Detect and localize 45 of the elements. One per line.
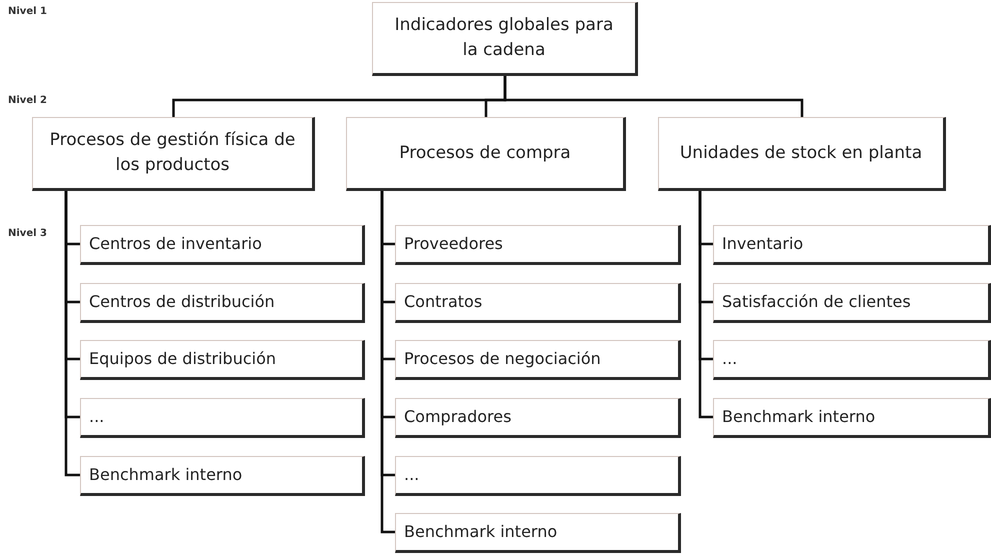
- connector-line: [380, 191, 395, 534]
- hierarchy-box: [713, 225, 991, 265]
- hierarchy-box: [80, 283, 365, 323]
- box-label: Centros de distribución: [89, 291, 275, 314]
- box-label: Contratos: [404, 291, 482, 314]
- hierarchy-box: [713, 283, 991, 323]
- hierarchy-box: [395, 513, 681, 553]
- hierarchy-box: [658, 117, 946, 191]
- box-label: Procesos de negociación: [404, 348, 601, 370]
- level-label: Nivel 1: [8, 6, 47, 17]
- hierarchy-box: [346, 117, 626, 191]
- hierarchy-box: [80, 225, 365, 265]
- hierarchy-box: [395, 283, 681, 323]
- hierarchy-box: [395, 456, 681, 496]
- level-label: Nivel 3: [8, 228, 47, 239]
- box-label: Unidades de stock en planta: [680, 142, 922, 165]
- box-label: Benchmark interno: [722, 406, 876, 428]
- hierarchy-box: [80, 456, 365, 496]
- hierarchy-box: [80, 398, 365, 438]
- box-label: Benchmark interno: [404, 521, 558, 544]
- hierarchy-box: [713, 340, 991, 380]
- box-label: Indicadores globales para la cadena: [394, 14, 614, 62]
- hierarchy-box: [372, 2, 638, 76]
- level-label: Nivel 2: [8, 95, 47, 106]
- connector-line: [504, 76, 804, 117]
- hierarchy-box: [395, 398, 681, 438]
- hierarchy-box: [32, 117, 315, 191]
- box-label: Inventario: [722, 233, 804, 256]
- box-label: Benchmark interno: [89, 464, 242, 486]
- connector-line: [64, 191, 80, 476]
- box-label: Equipos de distribución: [89, 348, 276, 370]
- hierarchy-box: [395, 340, 681, 380]
- hierarchy-box: [713, 398, 991, 438]
- hierarchy-box: [80, 340, 365, 380]
- box-label: ...: [404, 464, 420, 486]
- box-label: Satisfacción de clientes: [722, 291, 911, 314]
- box-label: ...: [89, 406, 104, 428]
- connector-line: [698, 191, 713, 418]
- hierarchy-box: [395, 225, 681, 265]
- box-label: Procesos de gestión física de los productos: [48, 129, 296, 177]
- box-label: Proveedores: [404, 233, 503, 256]
- box-label: Procesos de compra: [399, 142, 571, 165]
- box-label: ...: [722, 348, 738, 370]
- box-label: Centros de inventario: [89, 233, 262, 256]
- box-label: Compradores: [404, 406, 512, 428]
